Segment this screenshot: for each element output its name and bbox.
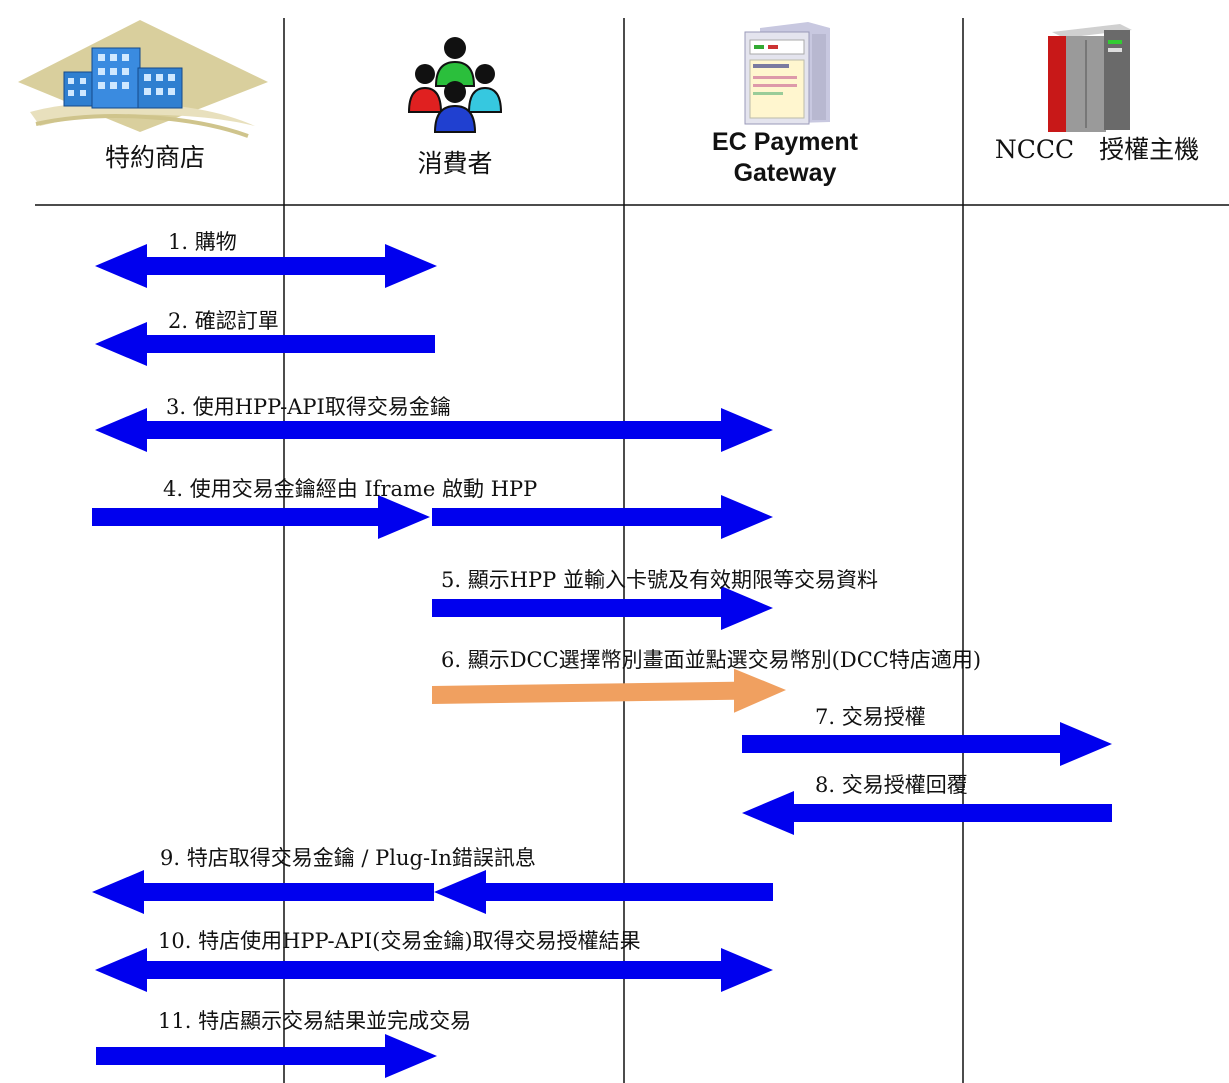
actor-label-consumer: 消費者 xyxy=(417,149,492,178)
step-arrow xyxy=(742,791,1112,835)
step-label: 10. 特店使用HPP-API(交易金鑰)取得交易授權結果 xyxy=(158,929,641,953)
actor-label-gateway-line2: Gateway xyxy=(734,159,837,187)
step-arrow xyxy=(92,495,430,539)
step-8: 8. 交易授權回覆 xyxy=(742,773,1112,835)
people-icon xyxy=(407,37,503,133)
step-4: 4. 使用交易金鑰經由 Iframe 啟動 HPP xyxy=(92,477,773,539)
actor-nccc: NCCC 授權主機 xyxy=(995,24,1199,164)
actor-gateway: EC Payment Gateway xyxy=(712,22,859,187)
actor-label-nccc: NCCC 授權主機 xyxy=(995,135,1199,164)
step-label: 7. 交易授權 xyxy=(815,705,926,729)
server-icon xyxy=(744,22,830,125)
step-2: 2. 確認訂單 xyxy=(95,309,435,366)
step-arrow xyxy=(95,948,773,992)
step-label: 3. 使用HPP-API取得交易金鑰 xyxy=(166,395,451,419)
actor-consumer: 消費者 xyxy=(407,37,503,178)
step-label: 1. 購物 xyxy=(168,230,237,254)
step-11: 11. 特店顯示交易結果並完成交易 xyxy=(96,1009,471,1078)
step-arrow xyxy=(95,322,435,366)
step-5: 5. 顯示HPP 並輸入卡號及有效期限等交易資料 xyxy=(432,568,878,630)
building-icon xyxy=(18,20,268,138)
step-7: 7. 交易授權 xyxy=(742,705,1112,766)
actor-label-gateway-line1: EC Payment xyxy=(712,128,859,156)
mainframe-icon xyxy=(1048,24,1132,132)
step-arrow xyxy=(432,495,773,539)
actor-label-merchant: 特約商店 xyxy=(105,143,205,172)
step-10: 10. 特店使用HPP-API(交易金鑰)取得交易授權結果 xyxy=(95,929,773,992)
step-arrow xyxy=(92,870,434,914)
step-arrow xyxy=(432,586,773,630)
steps: 1. 購物 2. 確認訂單 3. 使用HPP-API取得交易金鑰 4. 使用交易金鑰經… xyxy=(92,230,1112,1078)
step-arrow xyxy=(432,668,786,713)
step-label: 11. 特店顯示交易結果並完成交易 xyxy=(158,1009,471,1033)
step-9: 9. 特店取得交易金鑰 / Plug-In錯誤訊息 xyxy=(92,846,773,914)
lane-dividers xyxy=(283,18,964,1083)
step-label: 8. 交易授權回覆 xyxy=(815,773,968,797)
step-arrow xyxy=(95,408,773,452)
step-1: 1. 購物 xyxy=(95,230,437,288)
step-6: 6. 顯示DCC選擇幣別畫面並點選交易幣別(DCC特店適用) xyxy=(432,648,981,713)
step-label: 4. 使用交易金鑰經由 Iframe 啟動 HPP xyxy=(163,477,537,501)
step-label: 6. 顯示DCC選擇幣別畫面並點選交易幣別(DCC特店適用) xyxy=(441,648,981,672)
step-arrow xyxy=(742,722,1112,766)
actor-merchant: 特約商店 xyxy=(18,20,268,172)
step-arrow xyxy=(434,870,773,914)
step-label: 5. 顯示HPP 並輸入卡號及有效期限等交易資料 xyxy=(441,568,878,592)
step-arrow xyxy=(95,244,437,288)
step-label: 9. 特店取得交易金鑰 / Plug-In錯誤訊息 xyxy=(160,846,536,870)
step-3: 3. 使用HPP-API取得交易金鑰 xyxy=(95,395,773,452)
step-arrow xyxy=(96,1034,437,1078)
step-label: 2. 確認訂單 xyxy=(168,309,279,333)
